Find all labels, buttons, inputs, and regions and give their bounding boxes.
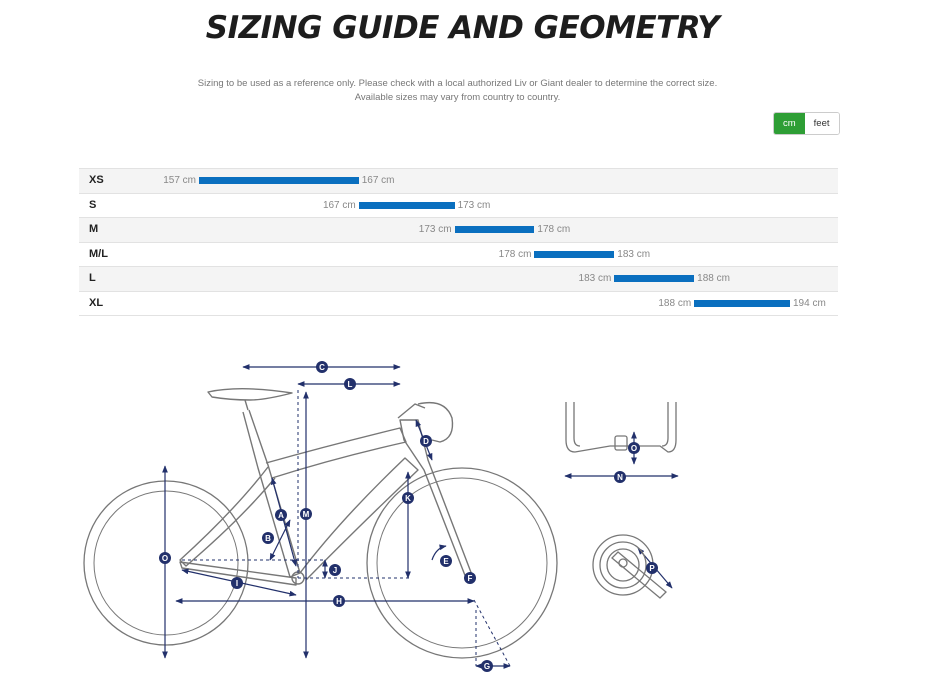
sizing-note-line-1: Sizing to be used as a reference only. P… [197, 78, 718, 89]
marker-o-label: O [631, 444, 637, 453]
marker-d-circle [420, 435, 432, 447]
marker-g-label: G [484, 662, 490, 671]
marker-f-circle [464, 572, 476, 584]
size-range-min: 157 cm [163, 175, 196, 186]
marker-d-label: D [423, 437, 429, 446]
marker-k-label: K [405, 494, 411, 503]
size-range-bar [614, 275, 695, 282]
marker-c-label: C [319, 363, 325, 372]
size-range-bar [694, 299, 790, 307]
marker-a-label: A [278, 511, 284, 520]
front-wheel [366, 467, 558, 659]
marker-i-label: I [236, 579, 238, 588]
marker-m-circle [300, 508, 312, 520]
unit-cm-button[interactable]: cm [774, 113, 805, 134]
unit-toggle: cm feet [773, 112, 840, 135]
size-range-min: 183 cm [578, 273, 612, 284]
size-range-min: 178 cm [498, 248, 532, 260]
dashed-guides [182, 390, 511, 667]
size-row: S 167 cm 173 cm [79, 193, 838, 218]
handlebar-front-view [565, 402, 677, 453]
marker-b-circle [262, 532, 274, 544]
geometry-markers: A B C D E F G H I J K L M N O P O [159, 361, 658, 672]
marker-o-label: O [162, 554, 168, 563]
marker-h-circle [333, 595, 345, 607]
bike-frame [179, 388, 473, 586]
marker-l-circle [344, 378, 356, 390]
crankset-view [592, 534, 667, 599]
size-range-max: 167 cm [361, 175, 395, 186]
size-row: XS 157 cm 167 cm [79, 169, 838, 194]
marker-l-label: L [348, 380, 353, 389]
size-range-max: 173 cm [457, 199, 491, 211]
marker-j-label: J [333, 566, 337, 575]
marker-n-circle [614, 471, 626, 483]
marker-m-label: M [303, 510, 310, 519]
marker-b-label: B [265, 534, 271, 543]
size-range-max: 178 cm [537, 224, 571, 235]
size-range-max: 194 cm [793, 297, 826, 309]
bike-geometry-diagram: A B C D E F G H I J K L M N O P O [83, 361, 679, 672]
marker-o-circle [159, 552, 171, 564]
marker-i-circle [231, 577, 243, 589]
size-range-bar [199, 177, 359, 184]
marker-n-label: N [617, 473, 623, 482]
size-range-min: 188 cm [658, 297, 692, 309]
unit-feet-button[interactable]: feet [804, 113, 839, 134]
size-label: L [89, 272, 96, 284]
size-range-min: 167 cm [322, 199, 356, 211]
marker-p-label: P [649, 564, 655, 573]
size-range-bar [454, 226, 535, 233]
size-range-max: 183 cm [617, 248, 651, 260]
marker-e-label: E [443, 557, 449, 566]
size-range-max: 188 cm [697, 273, 730, 284]
size-row: M/L 178 cm 183 cm [79, 242, 838, 267]
marker-a-circle [275, 509, 287, 521]
marker-e-circle [440, 555, 452, 567]
size-label: XL [89, 296, 104, 309]
marker-k-circle [402, 492, 414, 504]
sizing-note-line-2: Available sizes may vary from country to… [354, 92, 561, 103]
size-row: L 183 cm 188 cm [79, 267, 838, 292]
marker-g-circle [481, 660, 493, 672]
size-row: M 173 cm 178 cm [79, 218, 838, 243]
marker-h-label: H [336, 597, 342, 606]
page-title: SIZING GUIDE AND GEOMETRY [205, 10, 720, 46]
marker-o-circle [628, 442, 640, 454]
size-label: XS [89, 174, 104, 186]
marker-f-label: F [468, 574, 473, 583]
dimension-lines [162, 364, 679, 669]
size-row: XL 188 cm 194 cm [79, 291, 838, 316]
size-range-bar [358, 201, 455, 209]
size-label: M/L [89, 247, 108, 260]
marker-j-circle [329, 564, 341, 576]
marker-p-circle [646, 562, 658, 574]
marker-c-circle [316, 361, 328, 373]
size-range-min: 173 cm [418, 224, 452, 235]
size-range-bar [534, 250, 615, 258]
size-label: M [89, 223, 99, 235]
size-chart: XS 157 cm 167 cm S 167 cm 173 cm M 173 cm 178 cm… [79, 168, 838, 316]
size-label: S [89, 198, 97, 211]
